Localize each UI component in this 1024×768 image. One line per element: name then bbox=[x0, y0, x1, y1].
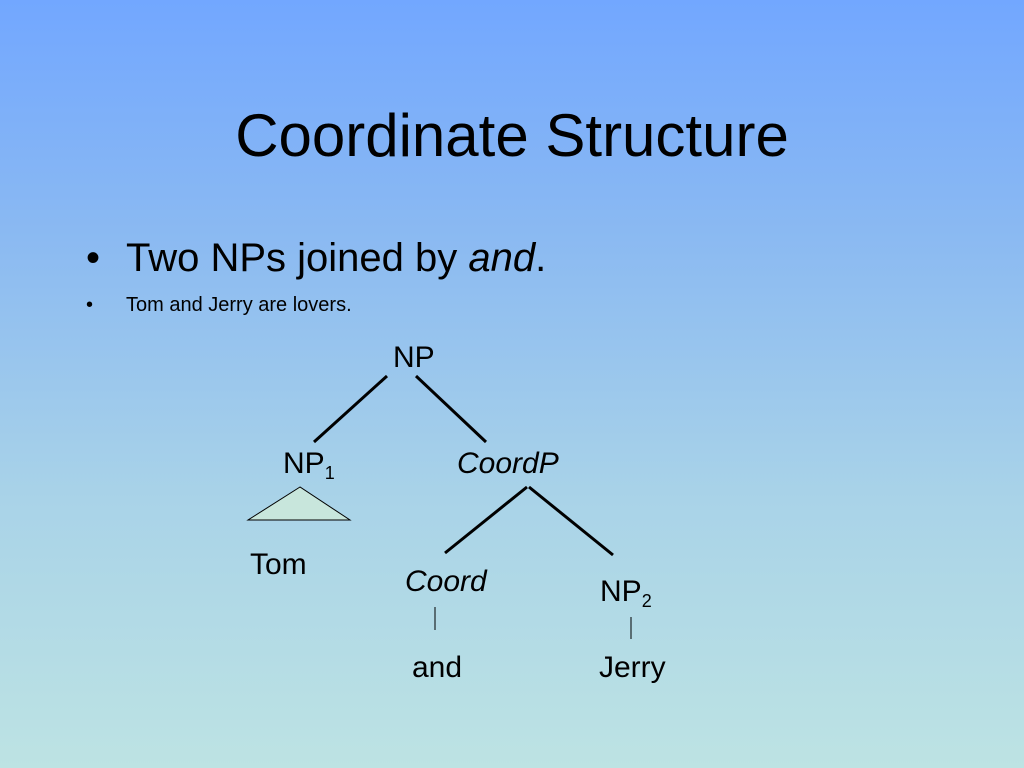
np1-triangle bbox=[246, 486, 352, 521]
slide-title: Coordinate Structure bbox=[235, 102, 789, 169]
edge-coordp-to-coord bbox=[444, 485, 528, 555]
node-np1-label: NP bbox=[283, 447, 325, 480]
edge-np-to-coordp bbox=[414, 374, 488, 444]
node-np1: NP1 bbox=[283, 446, 335, 482]
bullet-text: Tom and Jerry are lovers. bbox=[126, 294, 352, 316]
bullet-text: Two NPs joined by and. bbox=[126, 230, 546, 286]
node-np1-subscript: 1 bbox=[324, 463, 335, 483]
node-jerry: Jerry bbox=[599, 651, 666, 684]
node-and: and bbox=[412, 651, 463, 684]
bullet-dot-icon: • bbox=[86, 236, 101, 280]
bullet-text-emphasis: and bbox=[468, 236, 536, 280]
node-np2-label: NP bbox=[600, 575, 642, 608]
bullet-dot-icon: • bbox=[86, 294, 94, 316]
edge-coordp-to-np2 bbox=[528, 485, 614, 557]
bullet-text-before: Two NPs joined by bbox=[126, 236, 469, 280]
node-tom: Tom bbox=[250, 548, 307, 581]
node-np2: NP2 bbox=[600, 574, 652, 610]
bullet-item-2: • Tom and Jerry are lovers. bbox=[86, 291, 352, 319]
node-coordp: CoordP bbox=[457, 447, 559, 480]
bullet-text-after: . bbox=[535, 236, 547, 280]
bullet-item-1: • Two NPs joined by and. bbox=[86, 230, 546, 286]
node-coord: Coord bbox=[405, 565, 487, 598]
node-np2-subscript: 2 bbox=[641, 591, 652, 611]
node-np-root: NP bbox=[393, 341, 435, 374]
edge-np-to-np1 bbox=[312, 374, 389, 444]
